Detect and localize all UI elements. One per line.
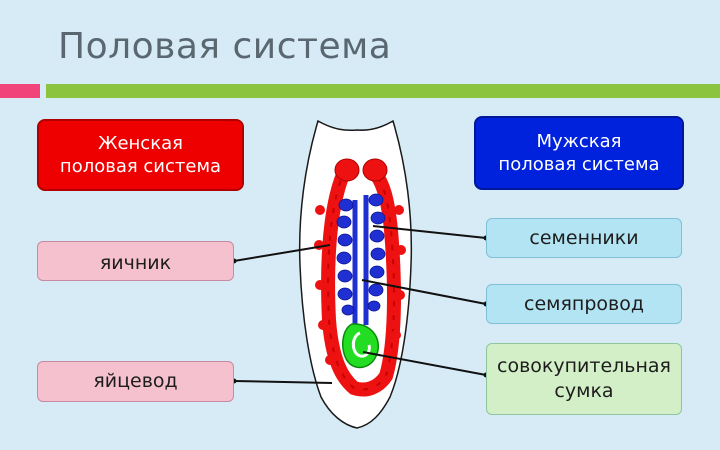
male-heading-box: Мужская половая система [474, 116, 684, 190]
male-heading-line2: половая система [498, 154, 660, 175]
copulatory-sac-icon [342, 323, 379, 369]
copulatory-sac-line1: совокупительная [497, 355, 671, 378]
oviduct-label-text: яйцевод [93, 370, 178, 393]
female-heading-box: Женская половая система [37, 119, 244, 191]
pointer-lines [233, 225, 487, 384]
vas-deferens-pointer [361, 279, 487, 305]
title-accent-bar [0, 84, 40, 98]
page-title: Половая система [58, 26, 392, 67]
copulatory-sac-label: совокупительная сумка [486, 343, 682, 415]
female-heading-line1: Женская [98, 132, 183, 154]
male-heading-line1: Мужская [536, 130, 622, 152]
copulatory-sac-line2: сумка [554, 380, 614, 402]
female-heading-line2: половая система [59, 156, 222, 177]
testes-label-text: семенники [529, 226, 639, 249]
testes-icon [336, 193, 386, 325]
vas-deferens-label-text: семяпровод [524, 292, 644, 315]
testes-pointer [372, 225, 487, 239]
vas-deferens-label: семяпровод [486, 284, 682, 324]
ovary-pointer [233, 244, 331, 262]
title-underline-bar [46, 84, 720, 98]
ovary-icon [314, 158, 406, 397]
testes-label: семенники [486, 218, 682, 258]
ovary-label: яичник [37, 241, 234, 281]
oviduct-label: яйцевод [37, 361, 234, 402]
oviduct-pointer [233, 380, 333, 384]
copulatory-sac-pointer [362, 351, 487, 376]
ovary-label-text: яичник [99, 251, 172, 274]
